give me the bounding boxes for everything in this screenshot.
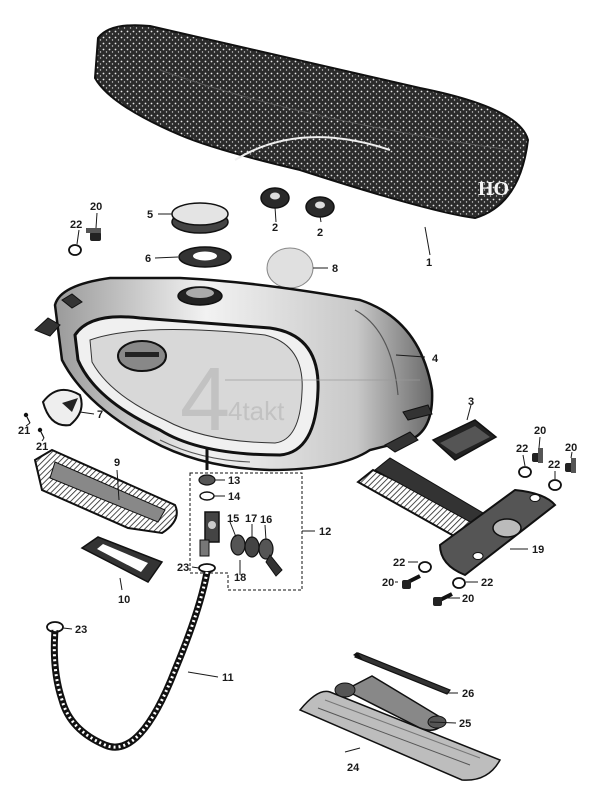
callout-2-b: 2	[317, 227, 323, 239]
callout-11: 11	[222, 672, 234, 684]
callout-4: 4	[432, 353, 439, 365]
cap-gasket	[178, 246, 232, 268]
callout-1: 1	[426, 257, 432, 269]
seat: HO	[93, 24, 530, 220]
bolt-20-right-b	[565, 458, 576, 473]
callout-24: 24	[347, 762, 360, 774]
tool-screwdriver	[353, 652, 451, 695]
hose-clip-upper	[198, 563, 216, 573]
callout-10: 10	[118, 594, 130, 606]
callout-22-top-left: 22	[70, 219, 82, 231]
callout-6: 6	[145, 253, 151, 265]
callout-20-right-a: 20	[534, 425, 546, 437]
seat-badge-text: HO	[478, 178, 509, 200]
callout-14: 14	[228, 491, 241, 503]
bolt-20-bottom-a	[402, 574, 421, 589]
tank-rubber-pad	[431, 419, 498, 461]
nut-13	[198, 474, 216, 486]
callout-22-right-a: 22	[516, 443, 528, 455]
callout-22-bottom-a: 22	[393, 557, 405, 569]
leader-lines	[25, 206, 573, 753]
callout-20-bottom-b: 20	[462, 593, 474, 605]
callout-7: 7	[97, 409, 103, 421]
gasket-frame	[80, 536, 164, 583]
callout-5: 5	[147, 209, 153, 221]
callout-3: 3	[468, 396, 474, 408]
tool-bag	[298, 690, 502, 781]
fuel-cap	[171, 202, 229, 234]
callout-23-upper: 23	[177, 562, 189, 574]
washer-22-bottom-a	[418, 561, 432, 573]
callout-15: 15	[227, 513, 239, 525]
callout-20-top-left: 20	[90, 201, 102, 213]
callout-21-b: 21	[36, 441, 48, 453]
watermark-text: 4takt	[228, 396, 285, 426]
callout-13: 13	[228, 475, 240, 487]
cover-plate	[33, 448, 178, 535]
callout-26: 26	[462, 688, 474, 700]
seat-grommet-b	[305, 196, 335, 218]
washer-22-right-a	[518, 466, 532, 478]
seat-grommet-a	[260, 187, 290, 209]
watermark-digit: 4	[180, 350, 230, 450]
callout-17: 17	[245, 513, 257, 525]
washer-22-top-left	[68, 244, 82, 256]
valve-parts-15-18	[230, 534, 283, 577]
fuel-tank	[34, 276, 434, 472]
fuel-valve	[199, 511, 220, 557]
callout-12: 12	[319, 526, 331, 538]
callout-labels: 1 2 2 3 4 5 6 7 8 9 10 11 12 13 14 15 16…	[18, 201, 577, 774]
tank-emblem-disc	[266, 247, 314, 289]
callout-8: 8	[332, 263, 338, 275]
callout-9: 9	[114, 457, 120, 469]
callout-19: 19	[532, 544, 544, 556]
callout-25: 25	[459, 718, 471, 730]
screw-21-b	[37, 427, 45, 439]
callout-20-bottom-a: 20	[382, 577, 394, 589]
callout-20-right-b: 20	[565, 442, 577, 454]
petcock-stem	[198, 447, 216, 501]
callout-2-a: 2	[272, 222, 278, 234]
tank-badge	[41, 388, 83, 427]
bolt-20-right-a	[532, 448, 543, 463]
bolt-20-top-left	[86, 228, 101, 241]
washer-22-bottom-b	[452, 577, 466, 589]
watermark: 4 4takt	[180, 350, 420, 450]
tool-wrench	[334, 675, 447, 731]
callout-22-bottom-b: 22	[481, 577, 493, 589]
mounting-bracket	[356, 457, 557, 577]
callout-16: 16	[260, 514, 272, 526]
callout-22-right-b: 22	[548, 459, 560, 471]
callout-23-lower: 23	[75, 624, 87, 636]
washer-14	[199, 491, 215, 501]
callout-18: 18	[234, 572, 246, 584]
bolt-20-bottom-b	[433, 592, 453, 606]
washer-22-right-b	[548, 479, 562, 491]
fuel-valve-assembly-box	[189, 472, 303, 591]
fuel-hose	[50, 571, 211, 751]
callout-21-a: 21	[18, 425, 30, 437]
screw-21-a	[23, 412, 31, 424]
